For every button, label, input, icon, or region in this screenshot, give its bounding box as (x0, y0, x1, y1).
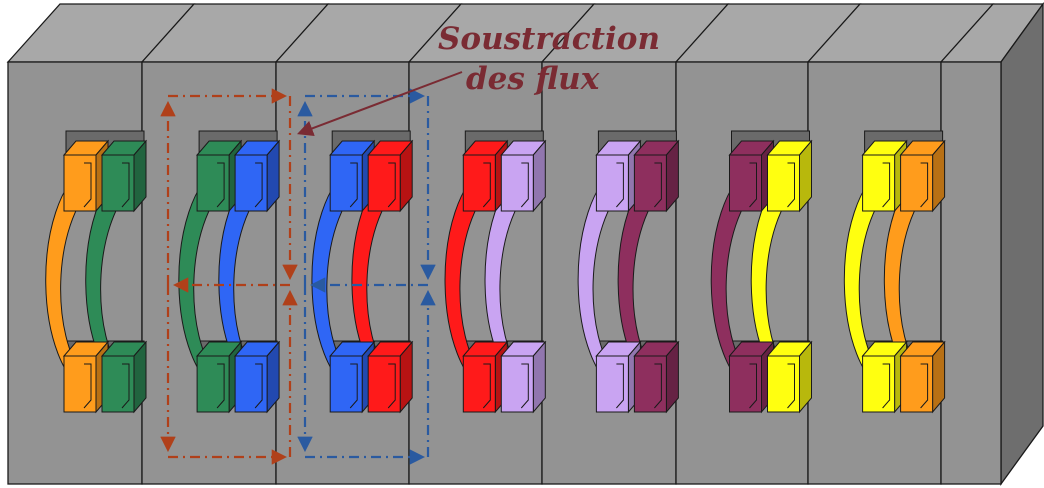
coil-winding (920, 363, 929, 409)
coil-winding (254, 363, 263, 409)
coil-winding (254, 162, 263, 208)
caption-pointer (297, 71, 463, 136)
coil-upper-left (329, 139, 376, 213)
coil-winding (882, 162, 891, 208)
coil-winding (387, 162, 396, 208)
coil-upper-left (595, 139, 642, 213)
coil-winding (83, 363, 92, 409)
coil-upper-left (462, 139, 509, 213)
coil-upper-left (861, 139, 908, 213)
coil-winding (520, 363, 529, 409)
coil-lower-left (728, 340, 775, 414)
coil-lower-left (62, 340, 110, 414)
module-5 (577, 130, 680, 414)
winding-modules (45, 130, 946, 414)
coil-upper-left (728, 139, 775, 213)
coil-winding (216, 162, 225, 208)
coil-upper-right (766, 139, 813, 213)
caption-line-2: des flux (466, 61, 600, 97)
module-4 (444, 130, 547, 414)
coil-winding (520, 162, 529, 208)
coil-upper-right (500, 139, 547, 213)
coil-winding (121, 363, 130, 409)
coil-winding (749, 363, 757, 409)
coil-lower-right (633, 340, 680, 414)
coil-winding (787, 363, 795, 409)
coil-winding (216, 363, 225, 409)
plate-side-face (1000, 1, 1044, 487)
coil-upper-left (62, 139, 110, 213)
coil-winding (387, 363, 396, 409)
coil-winding (121, 162, 130, 208)
caption-pointer-arrow (297, 71, 463, 136)
coil-winding (482, 363, 491, 409)
coil-lower-left (329, 340, 376, 414)
coil-winding (920, 162, 929, 208)
coil-lower-right (899, 340, 946, 414)
coil-lower-left (861, 340, 908, 414)
module-1 (45, 130, 148, 414)
coil-winding (654, 162, 662, 208)
coil-winding (83, 162, 92, 208)
plate-front-face (141, 61, 277, 485)
coil-winding (749, 162, 757, 208)
coil-winding (616, 363, 624, 409)
flux-loops (160, 88, 436, 465)
coil-lower-right (500, 340, 547, 414)
coil-winding (787, 162, 795, 208)
plate-front-face (275, 61, 410, 485)
coil-lower-left (196, 340, 243, 414)
module-6 (710, 130, 813, 414)
coil-lower-right (367, 340, 414, 414)
module-2 (178, 130, 281, 414)
plate-front-face (807, 61, 942, 485)
coil-winding (654, 363, 662, 409)
module-7 (843, 130, 946, 414)
coil-winding (482, 162, 491, 208)
caption-line-1: Soustraction (438, 21, 660, 57)
coil-winding (616, 162, 624, 208)
coil-upper-right (367, 139, 414, 213)
coil-lower-right (766, 340, 813, 414)
coil-winding (349, 162, 358, 208)
plate-front-face (675, 61, 809, 485)
coil-upper-right (633, 139, 680, 213)
module-3 (311, 130, 414, 414)
plate-front-face (7, 61, 143, 485)
plate-front-face (541, 61, 677, 485)
flux-loop-blue (297, 88, 436, 465)
flux-loop-orange (160, 88, 298, 465)
coil-lower-left (462, 340, 509, 414)
coil-lower-right (234, 340, 281, 414)
coil-upper-right (899, 139, 946, 213)
coil-winding (349, 363, 358, 409)
coil-winding (882, 363, 891, 409)
coil-upper-right (234, 139, 281, 213)
coil-lower-right (100, 340, 148, 414)
coil-lower-left (595, 340, 642, 414)
coil-upper-right (100, 139, 148, 213)
coil-upper-left (196, 139, 243, 213)
end-plate-front-face (940, 61, 1002, 485)
